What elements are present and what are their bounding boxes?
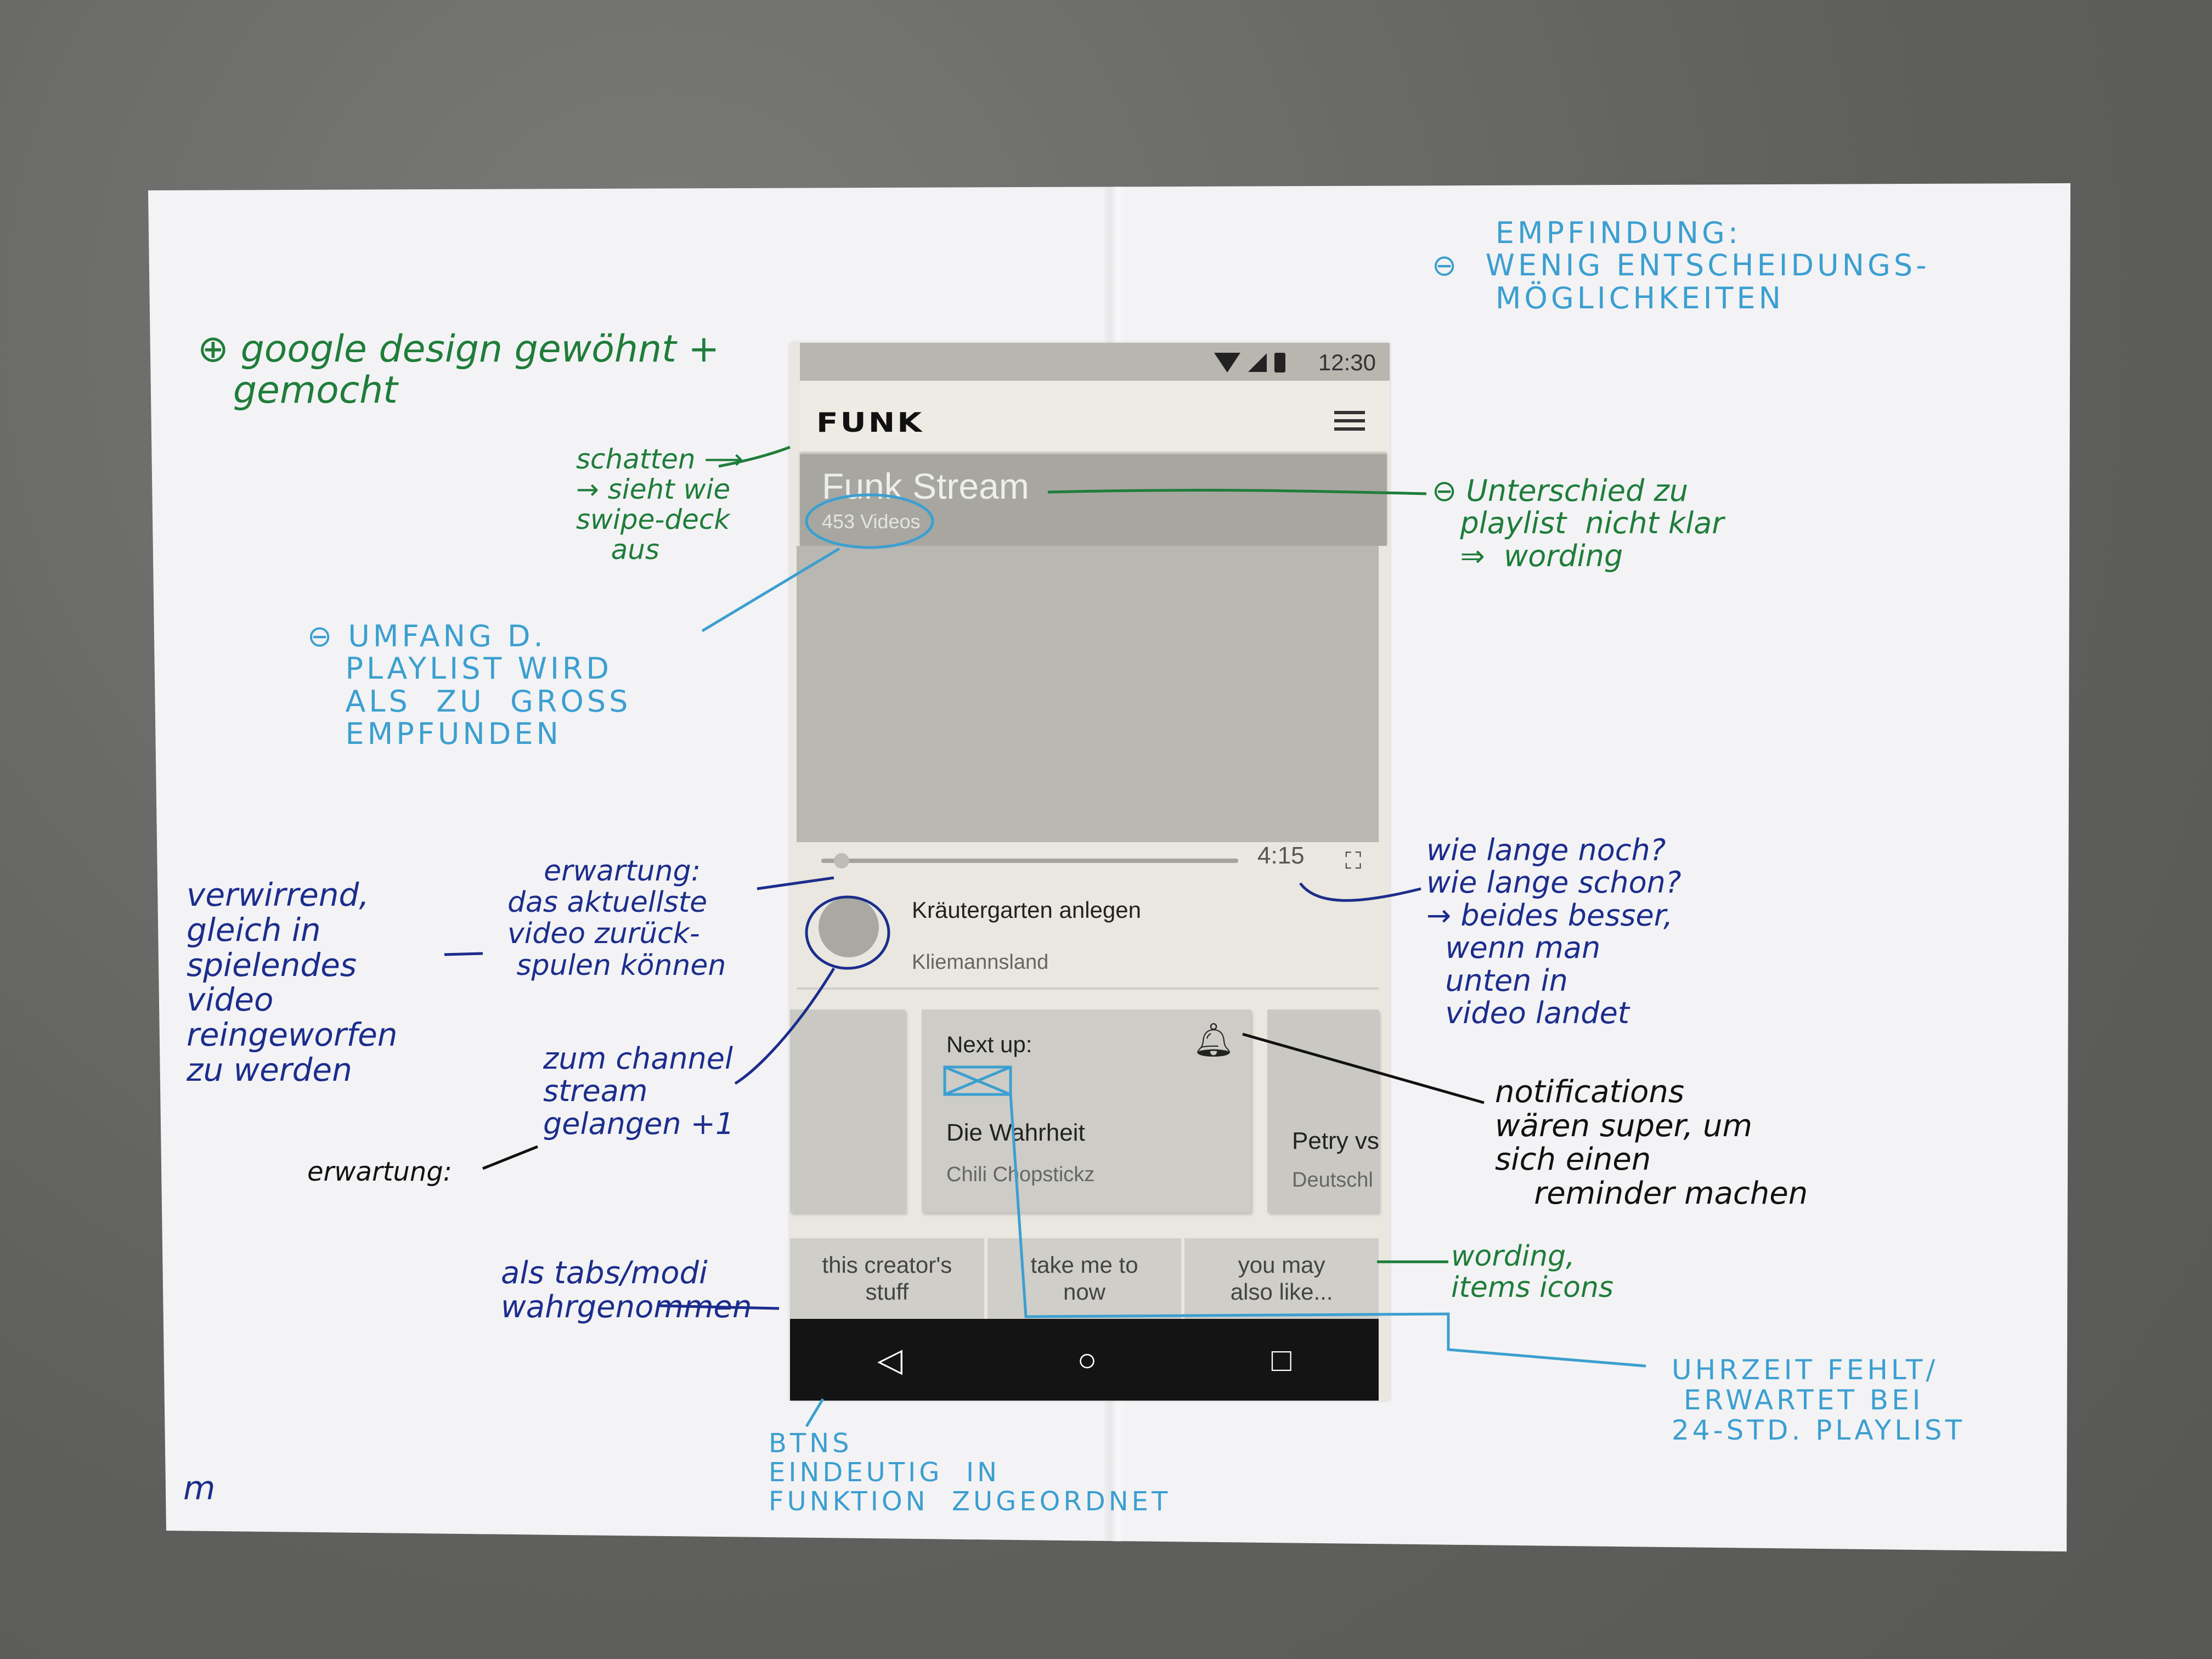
annotation-unterschied: ⊖ Unterschied zu playlist nicht klar ⇒ w… <box>1432 473 1724 573</box>
line-notifications <box>1242 1032 1485 1104</box>
annotation-erwartung: erwartung: <box>307 1156 452 1187</box>
funk-logo: FUNK <box>816 407 924 438</box>
line-duration <box>1299 882 1421 902</box>
arrow-schatten <box>718 445 791 468</box>
annotation-schatten: schatten ⟶ → sieht wie swipe-deck aus <box>576 443 744 566</box>
tab-label: take me to now <box>1030 1252 1138 1305</box>
next-up-card[interactable]: Next up: 🔔︎ Die Wahrheit Chili Chopstick… <box>922 1009 1251 1212</box>
tab-label: you may also like... <box>1230 1252 1333 1305</box>
tab-label: this creator's stuff <box>822 1252 952 1305</box>
video-player[interactable] <box>797 546 1379 842</box>
player-controls: 4:15 ⛶ <box>797 842 1379 886</box>
circle-avatar <box>805 895 890 970</box>
playlist-count: 453 Videos <box>822 510 921 533</box>
hamburger-menu-icon[interactable] <box>1334 411 1365 436</box>
mode-tabs: this creator's stuff take me to now you … <box>790 1238 1379 1319</box>
annotation-erwartung-zurueckspulen: erwartung: das aktuellste video zurück- … <box>507 855 726 982</box>
back-icon[interactable]: ◁ <box>877 1341 903 1378</box>
signature: m <box>183 1469 216 1508</box>
app-bar: FUNK <box>800 381 1390 454</box>
fullscreen-icon[interactable]: ⛶ <box>1345 848 1362 873</box>
video-duration: 4:15 <box>1257 842 1305 869</box>
annotation-umfang: ⊖ UMFANG D. PLAYLIST WIRD ALS ZU GROSS E… <box>307 619 631 752</box>
annotation-wording-icons: wording, items icons <box>1451 1240 1614 1305</box>
crossed-box <box>943 1065 1012 1096</box>
status-time: 12:30 <box>1318 349 1376 375</box>
progress-slider[interactable] <box>821 859 1238 863</box>
playlist-title: Funk Stream <box>822 466 1029 506</box>
wifi-icon <box>1214 353 1240 373</box>
arrow-verwirrend <box>444 952 483 956</box>
home-icon[interactable]: ○ <box>1077 1341 1097 1378</box>
annotation-wie-lange: wie lange noch? wie lange schon? → beide… <box>1426 833 1681 1030</box>
card-title: Petry vs <box>1292 1127 1379 1154</box>
annotation-empfindung: EMPFINDUNG: ⊖ WENIG ENTSCHEIDUNGS- MÖGLI… <box>1432 216 1930 315</box>
next-up-label: Next up: <box>946 1031 1032 1057</box>
bell-icon[interactable]: 🔔︎ <box>1192 1022 1234 1058</box>
tab-you-may-also-like[interactable]: you may also like... <box>1184 1238 1379 1319</box>
annotation-btns: BTNS EINDEUTIG IN FUNKTION ZUGEORDNET <box>769 1428 1171 1517</box>
channel-name[interactable]: Kliemannsland <box>912 951 1049 974</box>
annotation-uhrzeit: UHRZEIT FEHLT/ ERWARTET BEI 24-STD. PLAY… <box>1672 1354 1966 1446</box>
tab-take-me-to-now[interactable]: take me to now <box>987 1238 1182 1319</box>
status-bar: 12:30 <box>800 343 1390 381</box>
tab-creators-stuff[interactable]: this creator's stuff <box>790 1238 984 1319</box>
channel-avatar[interactable] <box>819 897 879 957</box>
line-umfang <box>701 547 840 633</box>
line-uhrzeit <box>1009 1094 1646 1368</box>
video-info: Kräutergarten anlegen Kliemannsland <box>797 886 1379 990</box>
line-unterschied <box>1047 489 1427 495</box>
recents-icon[interactable]: □ <box>1271 1341 1291 1378</box>
annotation-channel-stream: zum channel stream gelangen +1 <box>543 1041 735 1141</box>
android-nav-bar: ◁ ○ □ <box>790 1319 1379 1401</box>
phone-mockup: 12:30 FUNK Funk Stream 453 Videos 4:15 ⛶… <box>790 343 1390 1401</box>
battery-icon <box>1274 353 1285 373</box>
card-title: Die Wahrheit <box>946 1119 1085 1146</box>
progress-thumb[interactable] <box>833 853 849 868</box>
video-title: Kräutergarten anlegen <box>912 897 1141 923</box>
circle-count <box>805 493 934 549</box>
signal-icon <box>1248 353 1267 372</box>
video-carousel: Next up: 🔔︎ Die Wahrheit Chili Chopstick… <box>790 1009 1379 1212</box>
annotation-verwirrend: verwirrend, gleich in spielendes video r… <box>187 876 398 1088</box>
next-card[interactable]: Petry vs Deutschl <box>1267 1009 1379 1212</box>
annotation-notifications: notifications wären super, um sich einen… <box>1495 1074 1808 1211</box>
previous-card[interactable] <box>790 1009 905 1212</box>
card-channel: Chili Chopstickz <box>946 1163 1095 1186</box>
annotation-tabs-modi: als tabs/modi wahrgenommen <box>501 1255 752 1325</box>
annotation-google-design: ⊕ google design gewöhnt + gemocht <box>198 328 720 412</box>
card-channel: Deutschl <box>1292 1169 1373 1192</box>
playlist-header: Funk Stream 453 Videos <box>800 454 1387 546</box>
